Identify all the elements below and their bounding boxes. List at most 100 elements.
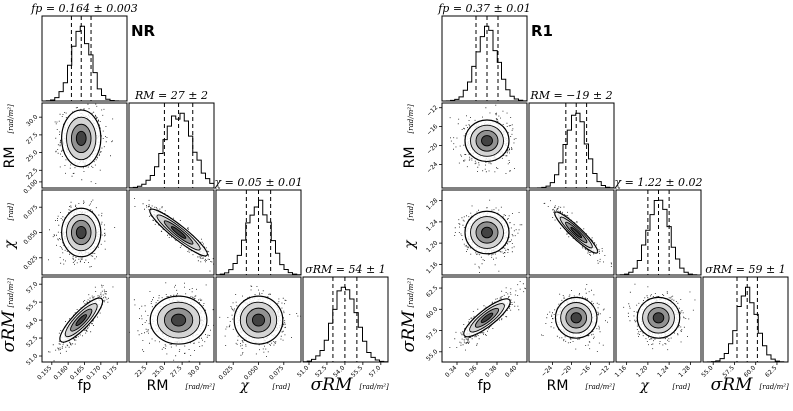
panel-frame [128, 276, 215, 363]
y-tick-label: 55.5 [25, 298, 40, 313]
y-tick-label: 51.0 [25, 352, 40, 367]
histogram-chi [215, 199, 302, 276]
panel-frame [528, 102, 615, 189]
panel-RM-RM: RM = −19 ± 2 [528, 89, 615, 189]
panel-frame [441, 189, 528, 276]
y-tick-label: 1.16 [425, 261, 440, 276]
axis-unit-text: [rad/m²] [407, 278, 415, 308]
density-cloud [449, 281, 526, 351]
x-tick-label: −12 [597, 364, 611, 378]
contour-level-4 [75, 314, 88, 327]
axis-label-text: χ [639, 378, 650, 394]
axis-label-text: σRM [0, 310, 19, 352]
axis-label-text: RM [547, 378, 569, 394]
histogram-fp [441, 25, 528, 102]
x-tick-label: 0.175 [102, 364, 119, 381]
y-axis-label-sigmaRM: σRM[rad/m²] [0, 278, 19, 352]
axis-label-text: χ [239, 378, 250, 394]
axis-label-text: fp [478, 378, 492, 394]
y-axis-label-chi: χ[rad] [2, 203, 18, 250]
corner-tag: R1 [531, 22, 553, 40]
panel-chi-chi: χ = 0.05 ± 0.01 [213, 176, 303, 276]
axis-unit-text: [rad] [407, 203, 415, 221]
panel-frame [615, 189, 702, 276]
axis-unit-text: [rad] [673, 383, 691, 391]
panel-chi-fp: 1.16 1.20 1.24 1.28 [425, 189, 528, 276]
axis-unit-text: [rad/m²] [407, 104, 415, 134]
x-axis-label-RM: RM[rad/m²] [147, 378, 215, 394]
y-axis-label-RM: RM[rad/m²] [2, 104, 18, 168]
y-axis-label-chi: χ [rad] [402, 203, 418, 250]
panel-frame [41, 102, 128, 189]
x-tick-label: 0.34 [444, 364, 459, 379]
panel-frame [528, 189, 615, 276]
x-tick-label: 0.025 [218, 364, 235, 381]
density-cloud [48, 199, 116, 268]
axis-label-text: RM [2, 147, 18, 169]
x-tick-label: 1.24 [656, 364, 671, 379]
y-tick-label: 1.28 [425, 197, 440, 212]
panel-fp-fp: fp = 0.37 ± 0.01 [437, 2, 531, 102]
y-tick-label: −16 [426, 123, 440, 137]
panel-frame [615, 276, 702, 363]
y-tick-label: 25.0 [25, 149, 40, 164]
scatter-points [219, 285, 301, 357]
x-tick-label: 57.0 [368, 364, 383, 379]
density-cloud [623, 277, 696, 351]
x-tick-label: 51.0 [296, 364, 311, 379]
x-axis-label-chi: χ [rad] [639, 378, 690, 394]
y-tick-label: −24 [426, 161, 440, 175]
x-tick-label: −16 [578, 364, 592, 378]
contour-level-4 [481, 226, 493, 239]
x-axis-label-fp: fp [78, 378, 92, 394]
histogram-sigmaRM [702, 286, 789, 363]
panel-RM-fp: 22.525.027.530.0 [25, 102, 128, 189]
axis-unit-text: [rad/m²] [586, 383, 616, 391]
contour-level-4 [75, 225, 87, 240]
param-title: fp = 0.37 ± 0.01 [437, 2, 531, 15]
density-cloud [454, 199, 523, 273]
contour-level-4 [170, 226, 187, 239]
histogram-fp [41, 25, 128, 102]
axis-unit-text: [rad/m²] [360, 383, 390, 391]
x-axis-label-sigmaRM: σRM[rad/m²] [711, 375, 789, 395]
x-tick-label: 27.5 [169, 364, 184, 379]
x-tick-label: 0.160 [52, 364, 69, 381]
param-title: χ = 1.22 ± 0.02 [613, 176, 702, 189]
density-cloud [219, 285, 301, 357]
y-tick-label: 1.24 [425, 218, 440, 233]
panel-RM-RM: RM = 27 ± 2 [128, 89, 215, 189]
panel-fp-fp: fp = 0.164 ± 0.003 [30, 2, 138, 102]
x-axis-label-chi: χ [rad] [239, 378, 290, 394]
panel-chi-RM [528, 189, 615, 276]
x-tick-label: 0.38 [484, 364, 499, 379]
panel-frame [128, 189, 215, 276]
y-tick-label: 1.20 [425, 239, 440, 254]
contour-level-4 [480, 312, 494, 323]
y-tick-label: −20 [426, 142, 440, 156]
y-tick-label: 57.5 [425, 327, 440, 342]
histogram-sigmaRM [302, 286, 389, 363]
axis-label-text: χ [402, 239, 418, 250]
param-title: RM = 27 ± 2 [134, 89, 208, 102]
param-title: χ = 0.05 ± 0.01 [213, 176, 302, 189]
y-tick-label: 22.5 [25, 167, 40, 182]
histogram-RM [128, 112, 215, 189]
axis-unit-text: [rad] [273, 383, 291, 391]
x-tick-label: −24 [540, 364, 554, 378]
axis-unit-text: [rad/m²] [186, 383, 216, 391]
x-tick-label: −20 [559, 364, 573, 378]
x-tick-label: 30.0 [187, 364, 202, 379]
x-tick-label: 25.0 [151, 364, 166, 379]
x-tick-label: 62.5 [764, 364, 779, 379]
contour-level-4 [481, 135, 493, 147]
y-axis-label-RM: RM[rad/m²] [402, 104, 418, 168]
x-tick-label: 1.20 [635, 364, 650, 379]
panel-frame [302, 276, 389, 363]
